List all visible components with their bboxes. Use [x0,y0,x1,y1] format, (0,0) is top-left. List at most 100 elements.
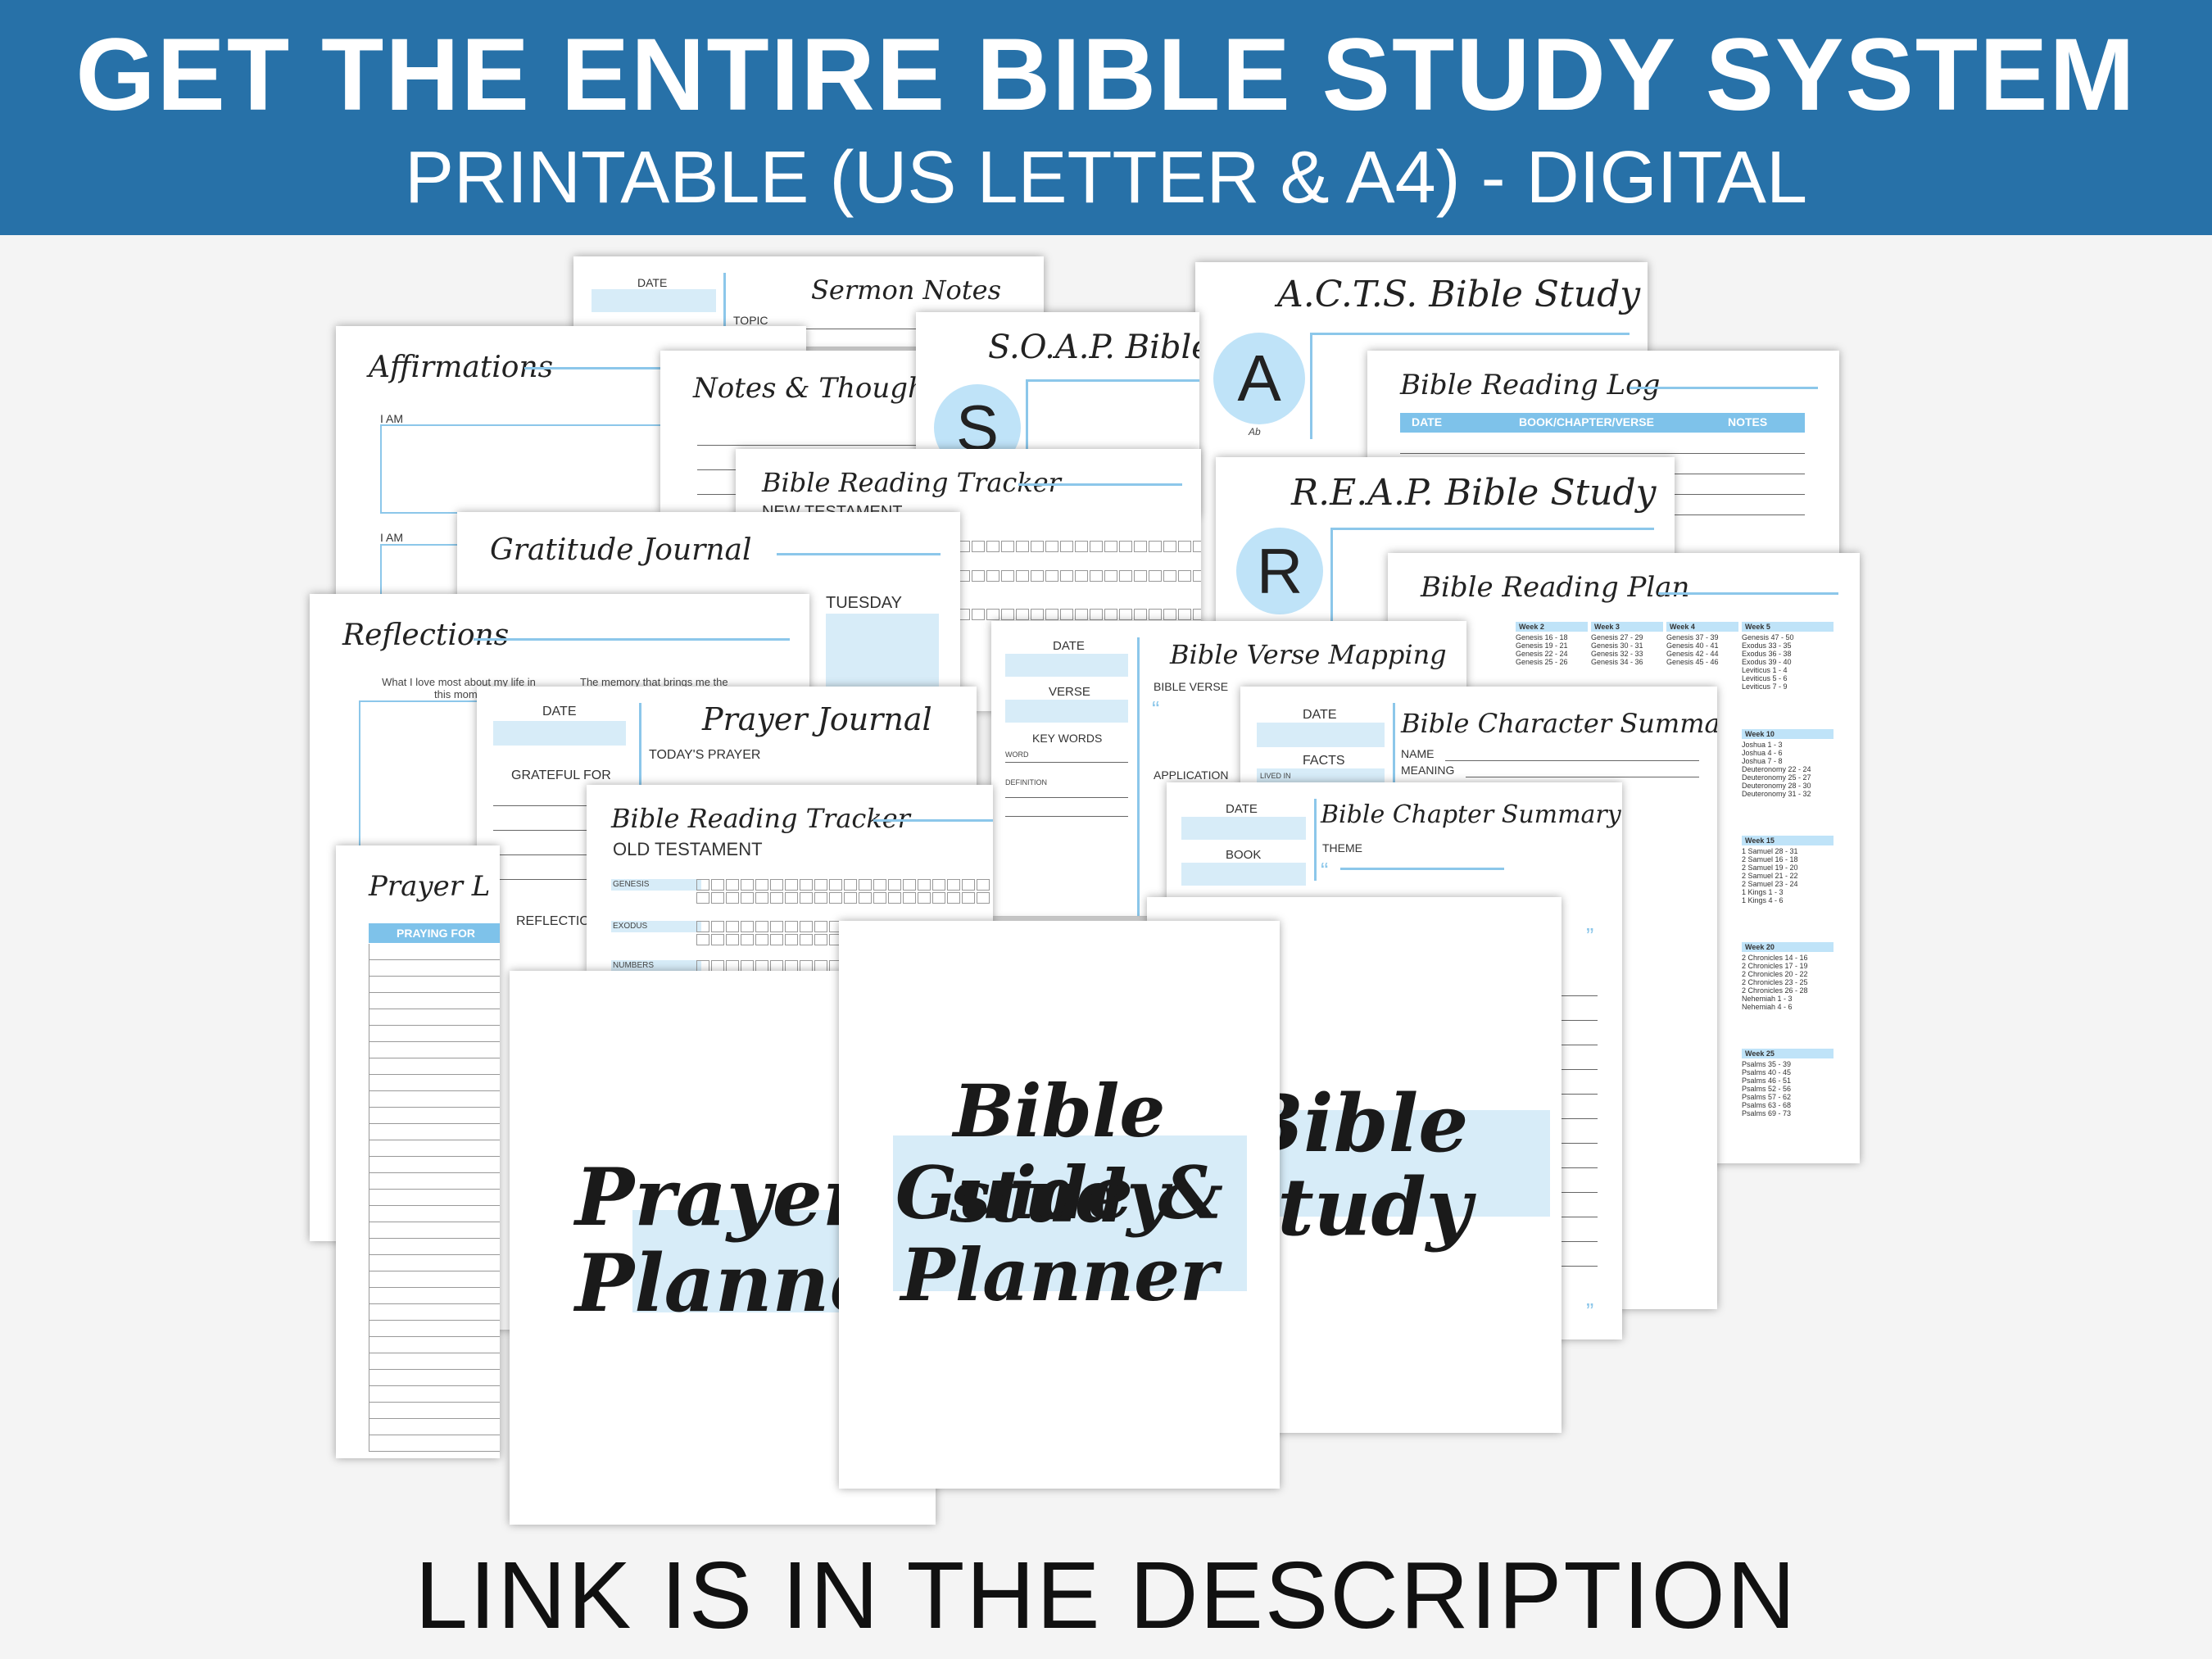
week-label: Week 20 [1742,942,1834,952]
date-field [1181,817,1306,840]
chapter-box [918,879,931,891]
week-column: Week 3 Genesis 27 - 29 Genesis 30 - 31 G… [1591,622,1663,666]
plan-item: 2 Samuel 21 - 22 [1742,872,1798,880]
name-label: NAME [1401,747,1435,760]
col-notes: NOTES [1728,415,1768,428]
page-title: Bible Reading Tracker [762,467,1061,498]
plan-item: 1 Samuel 28 - 31 [1742,847,1798,855]
date-label: DATE [1226,802,1258,816]
chapter-box [696,921,709,932]
chapter-box [1149,609,1162,620]
chapter-box [814,892,827,904]
chapter-box [1149,570,1162,582]
page-title: S.O.A.P. Bible [988,329,1199,366]
plan-item: 2 Chronicles 26 - 28 [1742,986,1808,995]
def-line [1005,797,1128,798]
chapter-box [1193,541,1201,552]
week-label: Week 15 [1742,836,1834,845]
plan-item: 2 Chronicles 23 - 25 [1742,978,1808,986]
chapter-box [696,934,709,945]
chapter-box [800,934,813,945]
week-label: Week 5 [1742,622,1834,632]
chapter-box [785,892,798,904]
chapter-box [986,570,999,582]
plan-item: Joshua 1 - 3 [1742,741,1783,749]
chapter-box [800,879,813,891]
plan-item: Genesis 40 - 41 [1666,641,1719,650]
chapter-box [1178,609,1191,620]
plan-item: Genesis 16 - 18 [1516,633,1568,641]
chapter-box [947,892,960,904]
chapter-box [1016,609,1029,620]
grateful-for-label: GRATEFUL FOR [511,768,611,782]
plan-item: Genesis 37 - 39 [1666,633,1719,641]
chapter-box [1060,609,1073,620]
book-label: BOOK [1226,848,1262,862]
plan-item: Deuteronomy 28 - 30 [1742,782,1811,790]
plan-item: Genesis 45 - 46 [1666,658,1719,666]
title-line [1018,483,1182,486]
chapter-box [770,879,783,891]
chapter-box [741,921,754,932]
page-title: Bible Character Summary [1401,708,1717,739]
chapter-box [1090,570,1103,582]
chapter-box [755,879,768,891]
chapter-box [1178,541,1191,552]
plan-item: Psalms 40 - 45 [1742,1068,1792,1077]
week-label: Week 2 [1516,622,1588,632]
plan-item: 2 Samuel 16 - 18 [1742,855,1798,863]
book-label-bg: NUMBERS [611,960,701,972]
date-field [1005,654,1128,677]
chapter-box [800,892,813,904]
chapter-box [947,879,960,891]
week-column: Week 25 Psalms 35 - 39 Psalms 40 - 45 Ps… [1742,1049,1834,1117]
chapter-box [755,892,768,904]
reflection-label: REFLECTIO [516,914,590,928]
chapter-box [726,921,739,932]
i-am-label: I AM [380,412,404,425]
page-title: Reflections [342,619,510,652]
chapter-box [770,934,783,945]
page-title: Affirmations [369,351,554,384]
chapter-box [726,879,739,891]
chapter-box [696,892,709,904]
chapter-box [741,960,754,972]
chapter-box [1149,541,1162,552]
chapter-box [972,609,985,620]
chapter-box [829,879,842,891]
header-title: GET THE ENTIRE BIBLE STUDY SYSTEM [75,18,2137,132]
week-column: Week 4 Genesis 37 - 39 Genesis 40 - 41 G… [1666,622,1738,666]
chapter-box [1075,570,1088,582]
def-line [1005,816,1128,817]
plan-item: Leviticus 5 - 6 [1742,674,1788,682]
date-label: DATE [637,276,668,289]
week-label: Week 25 [1742,1049,1834,1058]
plan-item: Genesis 47 - 50 [1742,633,1794,641]
chapter-box [1104,609,1117,620]
title-line [777,553,941,555]
chapter-box [844,892,857,904]
chapter-box [977,879,990,891]
box-left [1310,333,1312,439]
plan-item: Genesis 27 - 29 [1591,633,1643,641]
chapter-box [873,892,886,904]
week-column: Week 10 Joshua 1 - 3 Joshua 4 - 6 Joshua… [1742,729,1834,798]
chapter-box [785,879,798,891]
chapter-box [696,879,709,891]
plan-item: 2 Chronicles 17 - 19 [1742,962,1808,970]
chapter-box [1045,609,1058,620]
week-label: Week 10 [1742,729,1834,739]
book-label: GENESIS [613,880,650,889]
prayer-list-page: Prayer L PRAYING FOR [336,845,500,1458]
plan-item: 1 Kings 4 - 6 [1742,896,1784,904]
week-column: Week 5 Genesis 47 - 50 Exodus 33 - 35 Ex… [1742,622,1834,691]
divider [723,273,726,347]
page-title: R.E.A.P. Bible Study [1291,472,1657,514]
day-label: TUESDAY [826,594,902,612]
letter-sub: Ab [1249,426,1261,437]
chapter-box [888,892,901,904]
cover-line-1: Prayer [575,1151,864,1244]
chapter-box [986,541,999,552]
key-words-label: KEY WORDS [1032,732,1103,745]
book-label-bg: GENESIS [611,879,701,891]
